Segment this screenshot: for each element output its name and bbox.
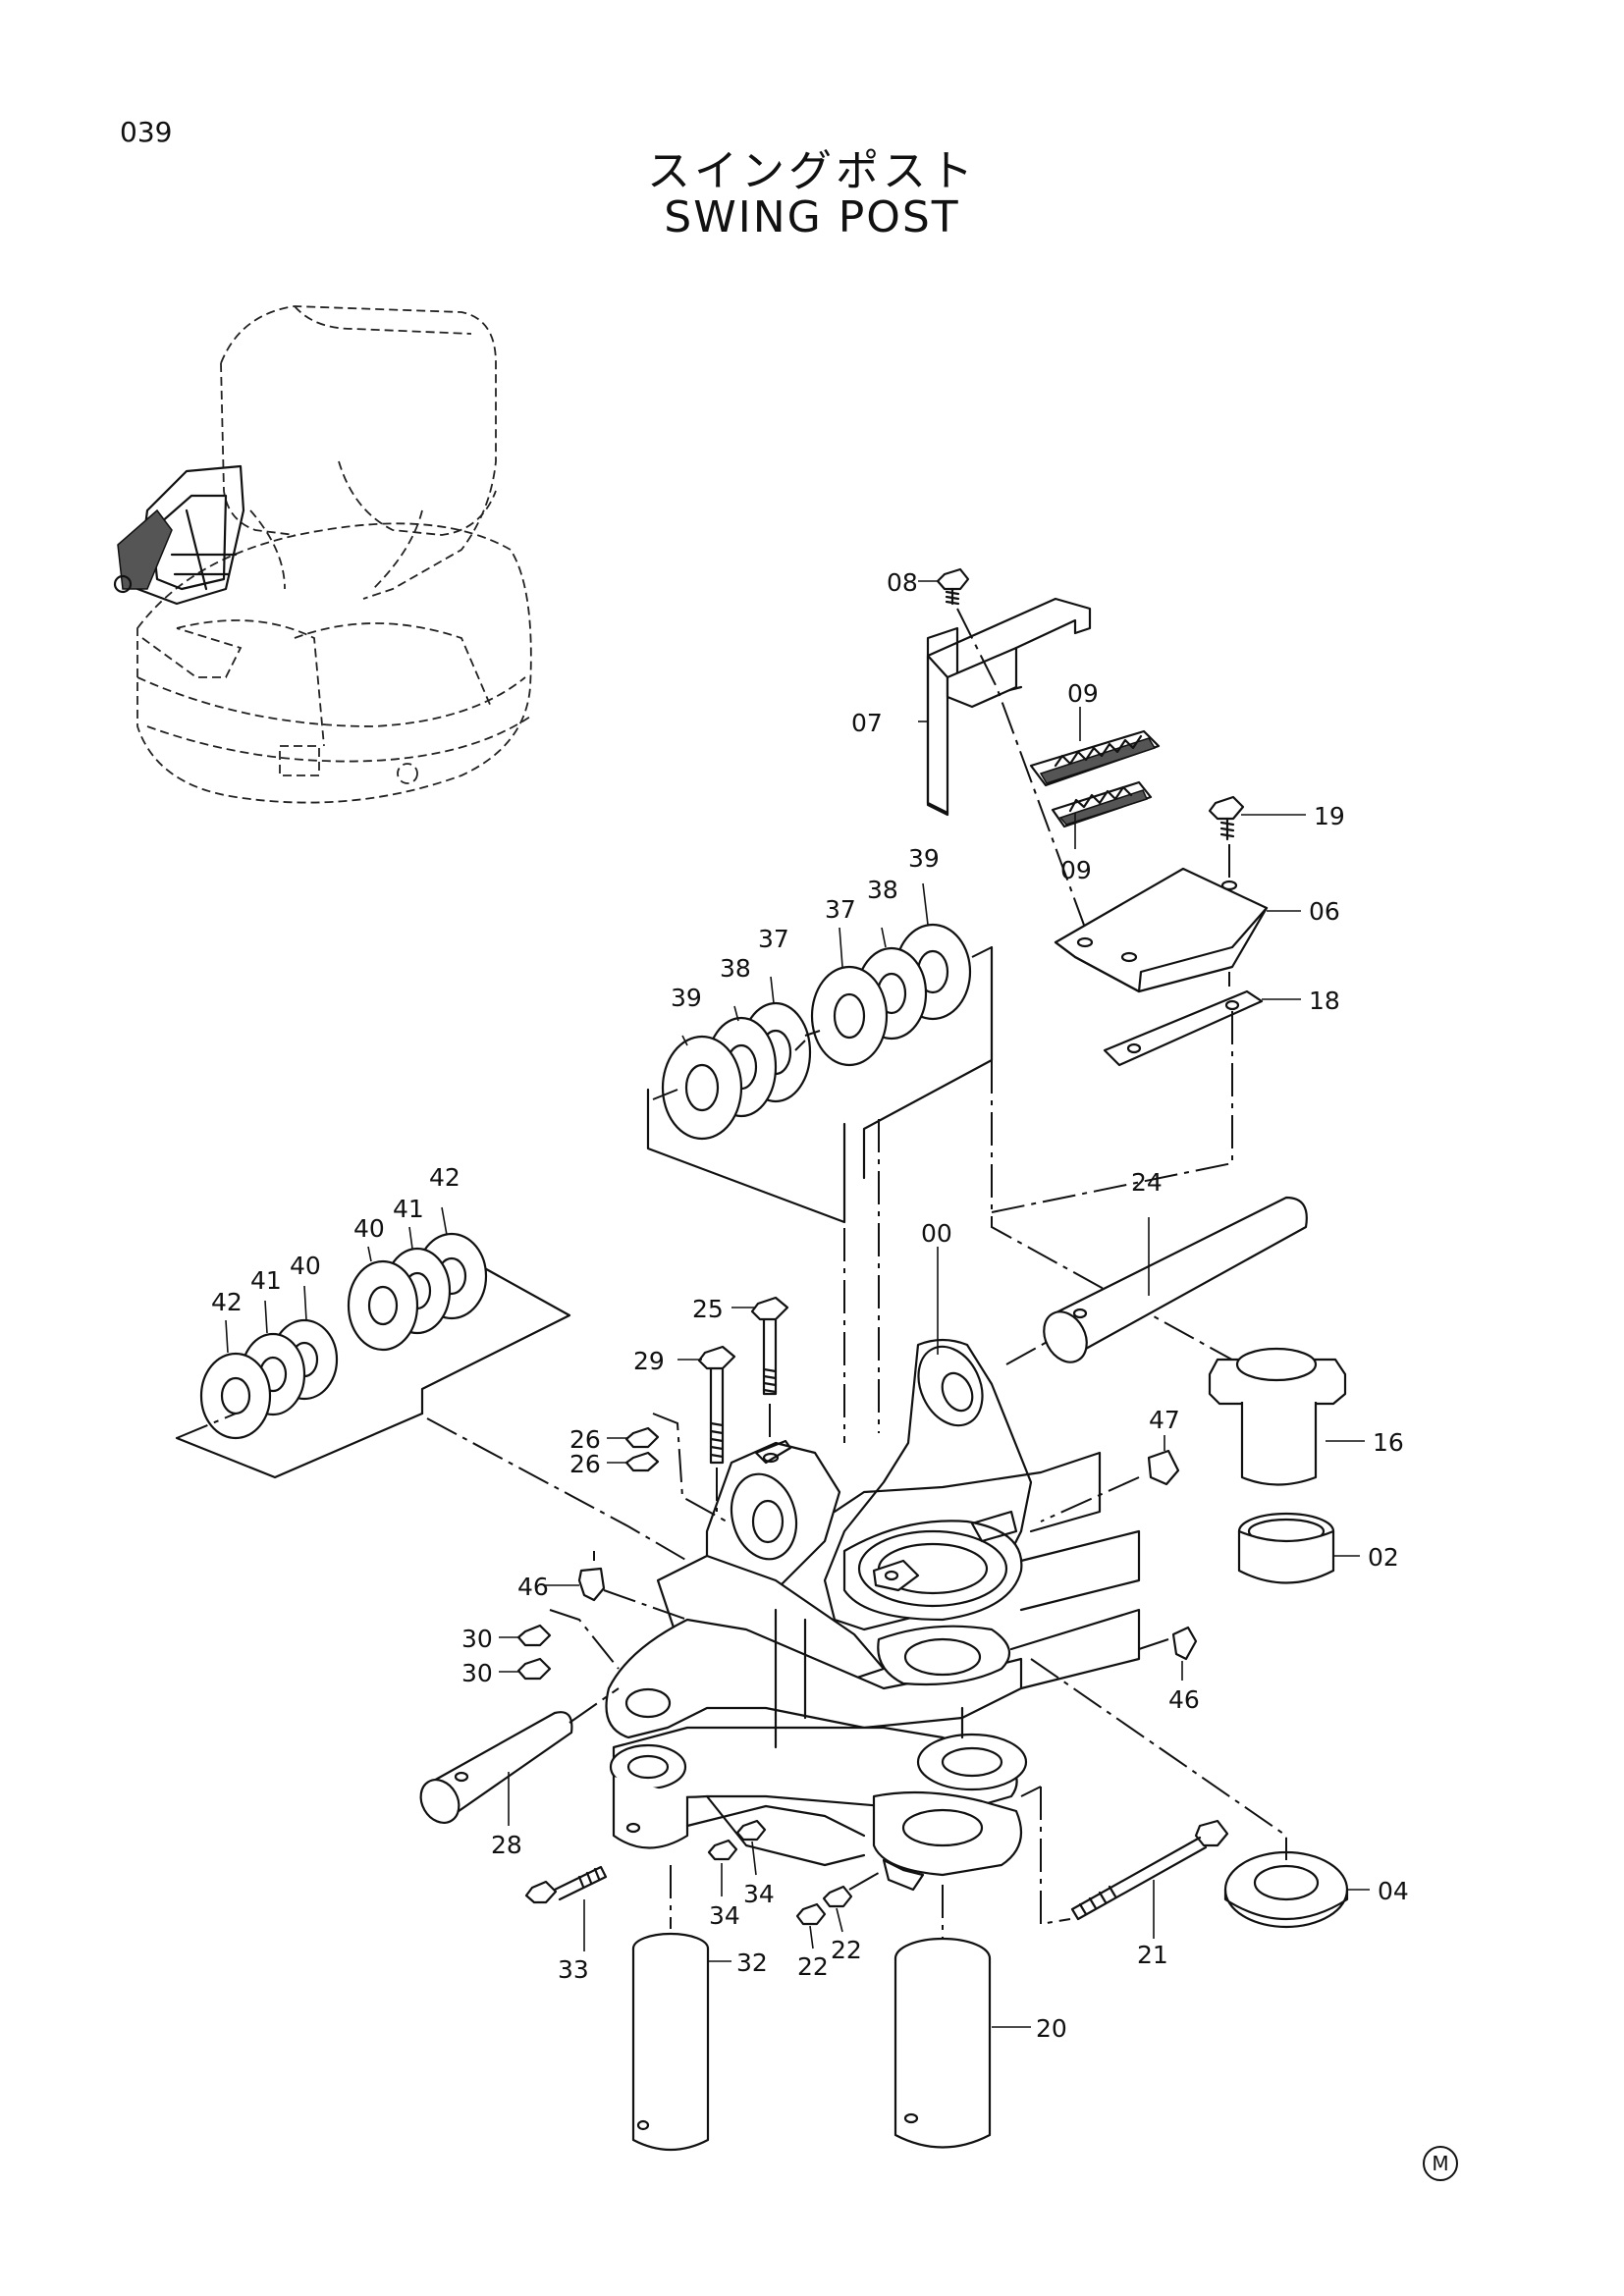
callout-00: 00 bbox=[921, 1219, 952, 1248]
corner-mark: M bbox=[1423, 2146, 1458, 2181]
callout-46-left: 46 bbox=[517, 1573, 549, 1601]
shim-stack-upper-right bbox=[804, 923, 994, 1180]
callout-19: 19 bbox=[1314, 802, 1345, 830]
callout-29: 29 bbox=[633, 1347, 665, 1375]
callout-42-right: 42 bbox=[429, 1163, 460, 1192]
callout-40-left: 40 bbox=[290, 1252, 321, 1280]
callout-41-right: 41 bbox=[393, 1195, 424, 1223]
nuts-34 bbox=[707, 1819, 767, 1861]
rubber-pad-lower bbox=[1051, 780, 1153, 828]
callout-22-left: 22 bbox=[797, 1952, 829, 1981]
rubber-pad-upper bbox=[1029, 729, 1161, 787]
callout-09-lower: 09 bbox=[1060, 856, 1092, 884]
grease-fitting-46-right bbox=[1138, 1626, 1198, 1661]
bolt-19 bbox=[1208, 795, 1245, 883]
callout-26-upper: 26 bbox=[569, 1425, 601, 1454]
leader-lines bbox=[225, 580, 1370, 2028]
bushing-16 bbox=[1208, 1347, 1347, 1486]
shim-stack-lower-left bbox=[175, 1318, 424, 1479]
callout-34-left: 34 bbox=[709, 1901, 740, 1930]
title-japanese: スイングポスト bbox=[647, 146, 977, 196]
callout-39-left: 39 bbox=[671, 984, 702, 1012]
callout-16: 16 bbox=[1373, 1428, 1404, 1457]
callout-26-lower: 26 bbox=[569, 1450, 601, 1478]
pin-24 bbox=[1005, 1196, 1308, 1365]
pin-20 bbox=[893, 1885, 992, 2149]
callout-37-left: 37 bbox=[758, 925, 789, 953]
callout-25: 25 bbox=[692, 1295, 724, 1323]
nuts-26 bbox=[624, 1413, 728, 1522]
callout-37-right: 37 bbox=[825, 895, 856, 924]
pin-32 bbox=[631, 1865, 710, 2152]
callout-18: 18 bbox=[1309, 987, 1340, 1015]
callout-09-upper: 09 bbox=[1067, 679, 1099, 708]
ring-02 bbox=[1237, 1512, 1335, 1584]
swing-post-body bbox=[605, 1338, 1141, 1892]
callout-22-right: 22 bbox=[831, 1936, 862, 1964]
callout-20: 20 bbox=[1036, 2014, 1067, 2043]
pin-28 bbox=[419, 1687, 620, 1824]
callout-labels: 08 07 09 09 19 06 18 24 00 16 02 04 20 2… bbox=[211, 568, 1409, 2043]
callout-40-right: 40 bbox=[353, 1214, 385, 1243]
plate-18 bbox=[991, 972, 1264, 1213]
callout-33: 33 bbox=[558, 1955, 589, 1984]
cover-plate bbox=[926, 597, 1092, 817]
callout-04: 04 bbox=[1378, 1877, 1409, 1905]
callout-02: 02 bbox=[1368, 1543, 1399, 1572]
bolt-33 bbox=[524, 1865, 608, 1904]
shim-stack-lower-right bbox=[347, 1232, 571, 1415]
grease-fitting-46-left bbox=[577, 1551, 688, 1621]
grease-fitting-47 bbox=[1040, 1449, 1180, 1522]
bolt-25 bbox=[750, 1296, 789, 1443]
page-number: 039 bbox=[120, 116, 173, 148]
bracket-06 bbox=[1054, 867, 1269, 993]
washer-04 bbox=[1030, 1658, 1349, 1929]
callout-47: 47 bbox=[1149, 1406, 1180, 1434]
callout-21: 21 bbox=[1137, 1941, 1168, 1969]
callout-38-right: 38 bbox=[867, 876, 898, 904]
callout-38-left: 38 bbox=[720, 954, 751, 983]
callout-08: 08 bbox=[887, 568, 918, 597]
callout-42-left: 42 bbox=[211, 1288, 243, 1316]
callout-07: 07 bbox=[851, 709, 883, 737]
callout-34-right: 34 bbox=[743, 1880, 775, 1908]
nuts-30 bbox=[516, 1609, 620, 1681]
title-english: SWING POST bbox=[664, 192, 960, 242]
callout-39-right: 39 bbox=[908, 844, 940, 873]
callout-06: 06 bbox=[1309, 897, 1340, 926]
callout-41-left: 41 bbox=[250, 1266, 282, 1295]
shim-stack-upper-left bbox=[646, 1001, 846, 1224]
callout-46-right: 46 bbox=[1168, 1685, 1200, 1714]
callout-28: 28 bbox=[491, 1831, 522, 1859]
callout-32: 32 bbox=[736, 1949, 768, 1977]
bolt-29 bbox=[697, 1345, 736, 1512]
callout-24: 24 bbox=[1131, 1168, 1163, 1197]
callout-30-lower: 30 bbox=[461, 1659, 493, 1687]
nuts-22 bbox=[795, 1869, 885, 1926]
bolt-21 bbox=[1020, 1786, 1229, 1926]
excavator-overview-illustration bbox=[113, 305, 532, 804]
callout-30-upper: 30 bbox=[461, 1625, 493, 1653]
